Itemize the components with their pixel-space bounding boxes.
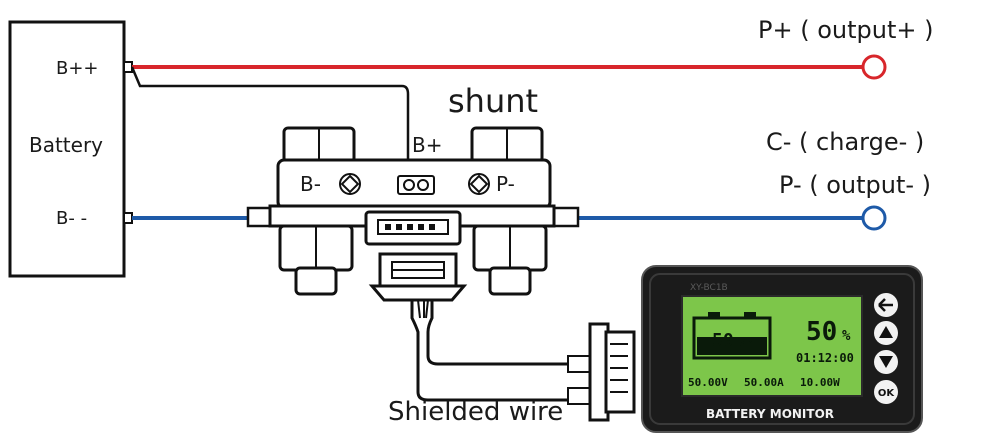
lcd-percent-value: 50 — [806, 317, 837, 347]
battery-pos-label: B++ — [56, 58, 99, 79]
arrow-down-icon — [879, 356, 893, 368]
battery-neg-terminal — [123, 212, 133, 224]
battery: Battery B++ B- - — [8, 20, 133, 278]
shunt-b-minus-label: B- — [300, 172, 321, 196]
down-button[interactable] — [874, 350, 898, 374]
sense-wire — [130, 66, 410, 180]
lcd-time: 01:12:00 — [796, 351, 854, 365]
positive-output-terminal — [861, 54, 887, 80]
ok-button-label: OK — [878, 388, 896, 399]
lcd-voltage: 50.00V — [688, 376, 728, 389]
monitor-brand: BATTERY MONITOR — [706, 407, 834, 421]
battery-box — [8, 20, 126, 278]
shunt-p-minus-label: P- — [496, 172, 515, 196]
screw-right-icon — [468, 173, 490, 195]
shunt: shunt B- B+ P- — [246, 82, 580, 296]
arrow-left-icon — [878, 298, 893, 312]
lcd-power: 10.00W — [800, 376, 840, 389]
shielded-wire: Shielded wire — [388, 299, 636, 427]
lcd-current: 50.00A — [744, 376, 784, 389]
up-button[interactable] — [874, 321, 898, 345]
monitor-top-text: XY-BC1B — [690, 283, 728, 293]
battery-label: Battery — [29, 133, 103, 157]
lcd-battery-unit: Ah — [740, 337, 753, 350]
ok-button[interactable]: OK — [874, 380, 898, 404]
cable-plug — [368, 252, 468, 302]
lcd-percent-unit: % — [842, 328, 851, 344]
battery-neg-label: B- - — [56, 208, 87, 229]
shunt-b-plus-label: B+ — [412, 133, 442, 157]
battery-pos-terminal — [123, 61, 133, 73]
battery-monitor: XY-BC1B 50 Ah 50 % 01:12:00 50.00V 50.00… — [641, 265, 923, 433]
p-plus-label: P+ ( output+ ) — [758, 16, 933, 44]
c-minus-label: C- ( charge- ) — [766, 128, 924, 156]
lcd-battery-icon: 50 Ah — [692, 312, 772, 360]
p-minus-label: P- ( output- ) — [779, 171, 931, 199]
shunt-title: shunt — [448, 82, 538, 120]
screw-left-icon — [339, 173, 361, 195]
shielded-wire-label: Shielded wire — [388, 397, 563, 427]
arrow-up-icon — [879, 326, 893, 338]
negative-output-terminal — [861, 205, 887, 231]
lcd-battery-value: 50 — [712, 330, 734, 351]
back-button[interactable] — [874, 293, 898, 317]
